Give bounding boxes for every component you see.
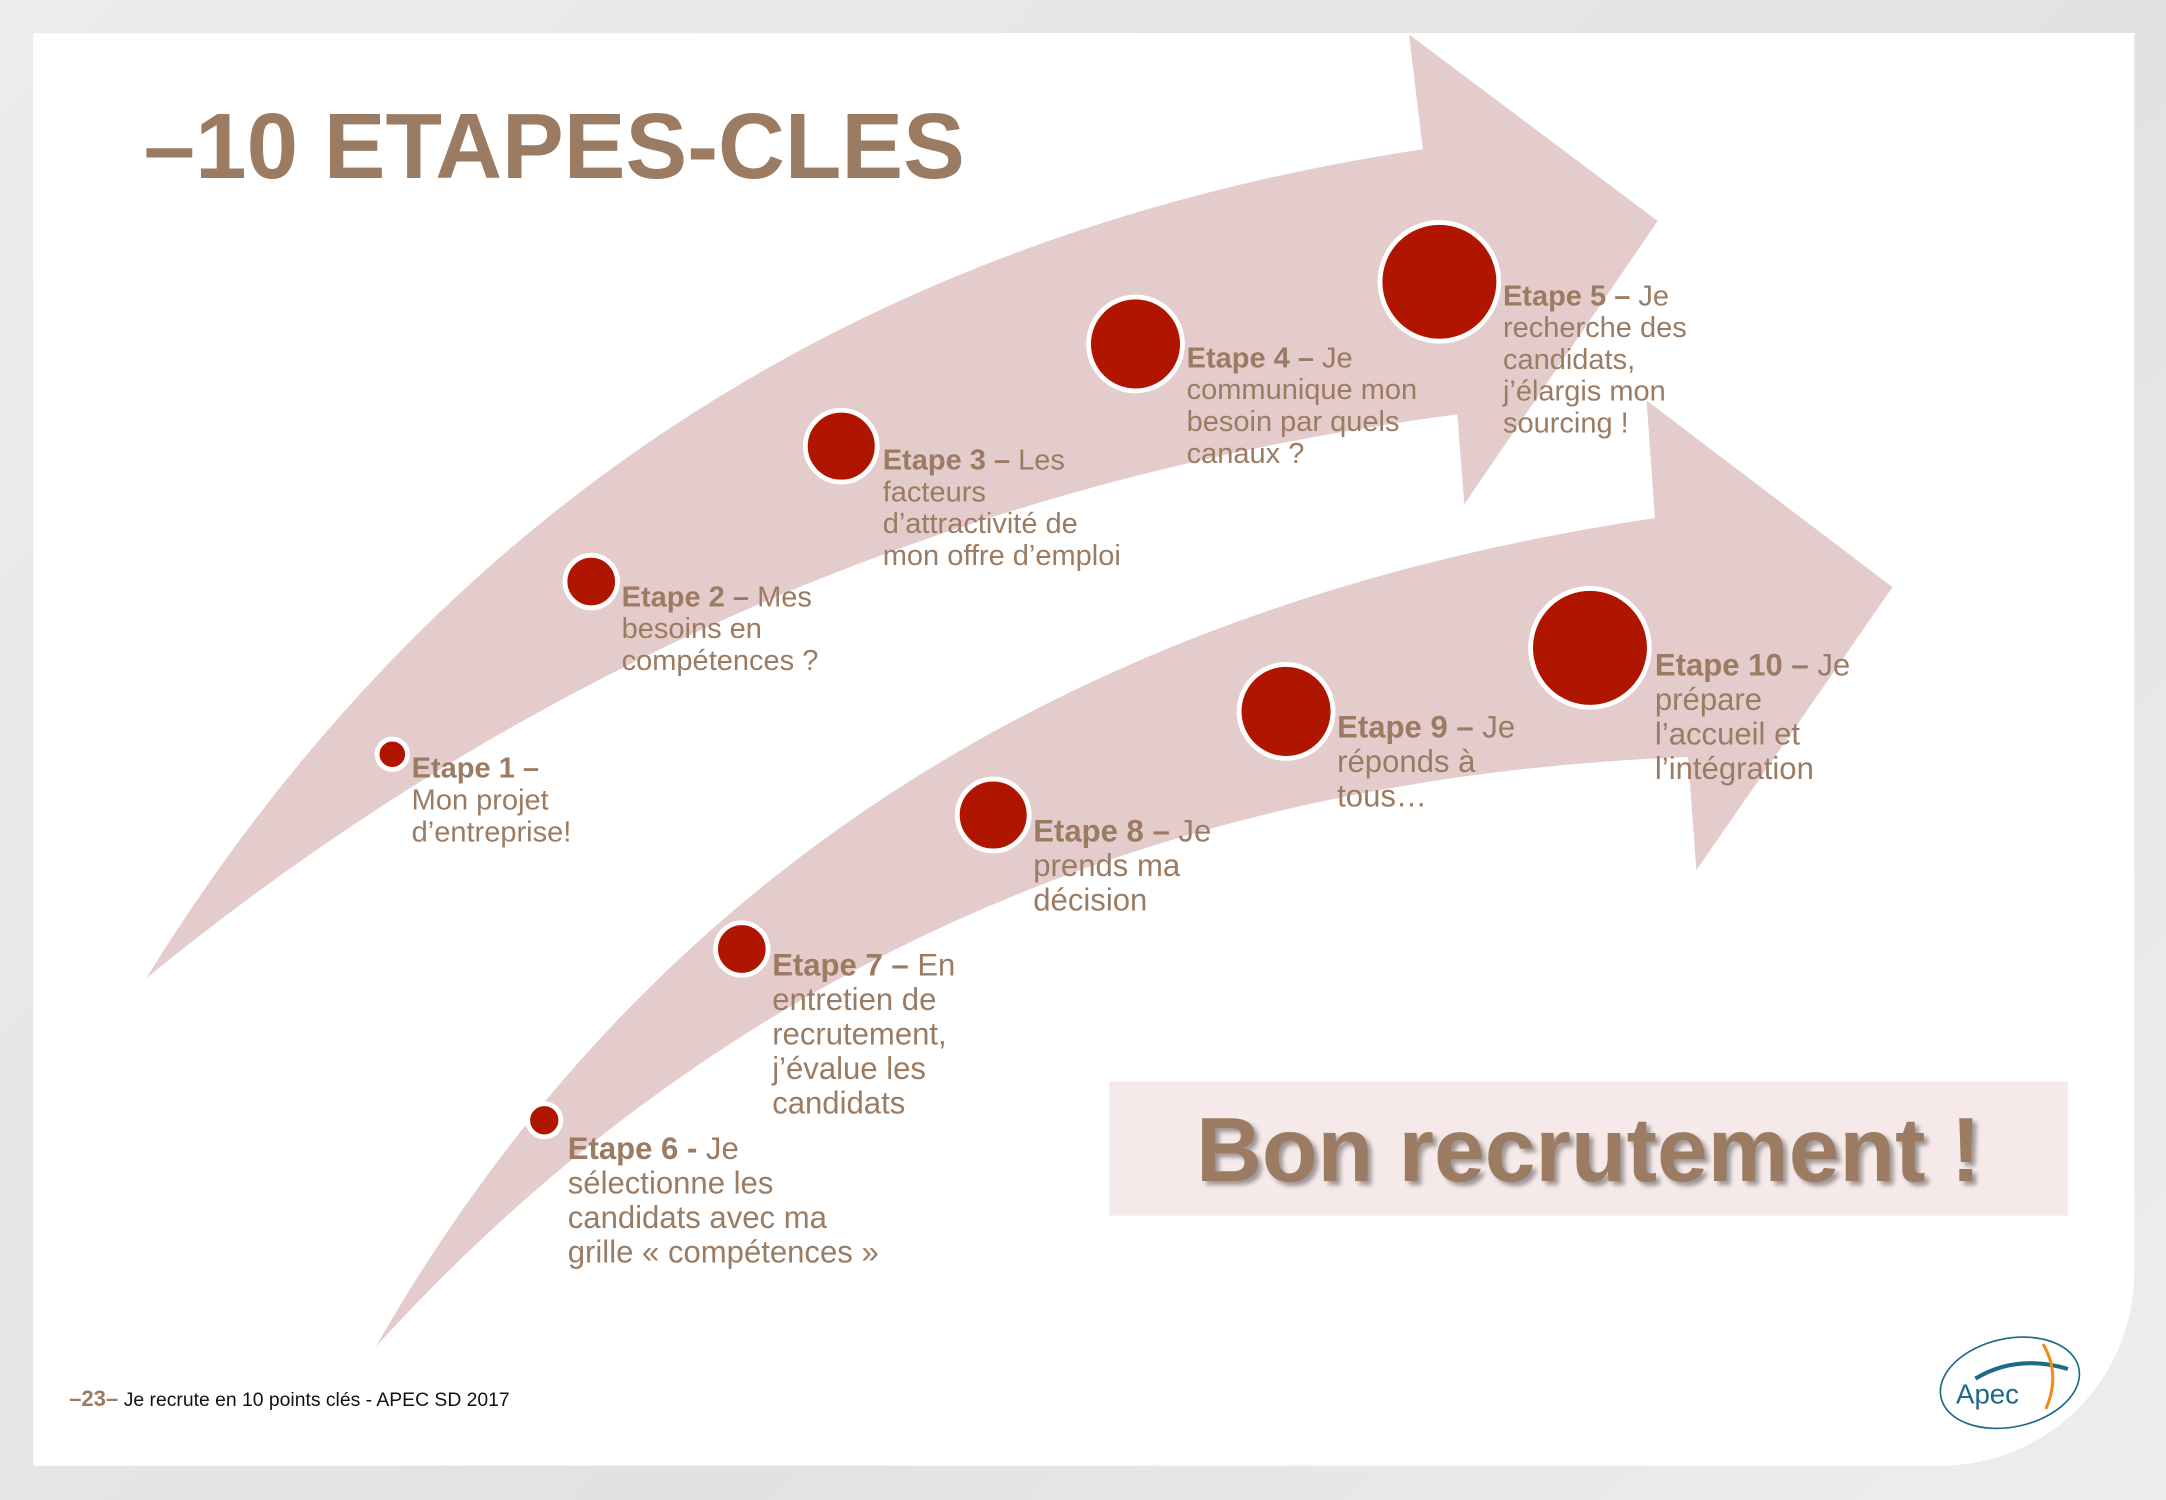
step-5-circle	[1377, 219, 1502, 344]
step-6-circle	[525, 1101, 564, 1140]
logo-text: Apec	[1956, 1378, 2019, 1409]
closing-text: Bon recrutement !	[1195, 1097, 1982, 1200]
step-label: Etape 4 –	[1186, 342, 1314, 375]
footer-text: Je recrute en 10 points clés - APEC SD 2…	[123, 1388, 510, 1411]
step-text: Je recherche des candidats, j’élargis mo…	[1502, 280, 1687, 440]
step-label: Etape 10 –	[1654, 647, 1809, 683]
step-label: Etape 9 –	[1337, 710, 1474, 745]
step-text: En entretien de recrutement, j’évalue le…	[772, 947, 956, 1121]
page-title: –10 ETAPES-CLES	[143, 95, 965, 199]
step-8-label: Etape 8 – Je prends ma décision	[1033, 814, 1211, 918]
step-5-label: Etape 5 – Je recherche des candidats, j’…	[1503, 280, 1687, 439]
step-3-circle	[802, 407, 880, 485]
step-4-label: Etape 4 – Je communique mon besoin par q…	[1187, 343, 1418, 470]
step-text: Je communique mon besoin par quels canau…	[1186, 342, 1418, 470]
step-3-label: Etape 3 – Les facteurs d’attractivité de…	[883, 445, 1121, 572]
step-text: Je prends ma décision	[1033, 813, 1212, 918]
footer: –23–Je recrute en 10 points clés - APEC …	[69, 1388, 510, 1413]
step-text: Je réponds à tous…	[1337, 710, 1516, 814]
arrow-upper	[146, 34, 1658, 979]
step-7-circle	[713, 920, 771, 978]
step-9-label: Etape 9 – Je réponds à tous…	[1337, 710, 1515, 814]
step-label: Etape 3 –	[882, 444, 1011, 477]
step-8-circle	[954, 776, 1032, 854]
step-4-circle	[1086, 294, 1185, 394]
step-2-circle	[562, 552, 620, 611]
step-text: Mon projet d’entreprise!	[411, 784, 572, 849]
step-10-circle	[1528, 586, 1652, 710]
apec-logo: Apec	[1939, 1336, 2081, 1430]
step-7-label: Etape 7 – En entretien de recrutement, j…	[772, 948, 955, 1121]
step-label: Etape 7 –	[772, 947, 909, 983]
step-label: Etape 6 -	[567, 1131, 698, 1166]
step-label: Etape 1 –	[411, 752, 540, 785]
step-text: Les facteurs d’attractivité de mon offre…	[882, 444, 1121, 572]
step-2-label: Etape 2 – Mes besoins en compétences ?	[622, 582, 819, 677]
step-text: Mes besoins en compétences ?	[621, 581, 819, 677]
step-text: Je sélectionne les candidats avec ma gri…	[567, 1131, 879, 1270]
step-text: Je prépare l’accueil et l’intégration	[1654, 647, 1851, 787]
step-1-circle	[374, 736, 410, 772]
step-label: Etape 2 –	[621, 581, 750, 614]
step-10-label: Etape 10 – Je prépare l’accueil et l’int…	[1655, 648, 1850, 786]
step-label: Etape 5 –	[1502, 280, 1631, 313]
step-9-circle	[1236, 662, 1336, 761]
arrow-lower	[375, 400, 1893, 1347]
step-1-label: Etape 1 – Mon projet d’entreprise!	[412, 753, 572, 848]
page-number: –23–	[69, 1388, 119, 1412]
step-label: Etape 8 –	[1033, 813, 1170, 849]
step-6-label: Etape 6 - Je sélectionne les candidats a…	[568, 1131, 879, 1269]
closing-banner: Bon recrutement !	[1109, 1081, 2068, 1216]
